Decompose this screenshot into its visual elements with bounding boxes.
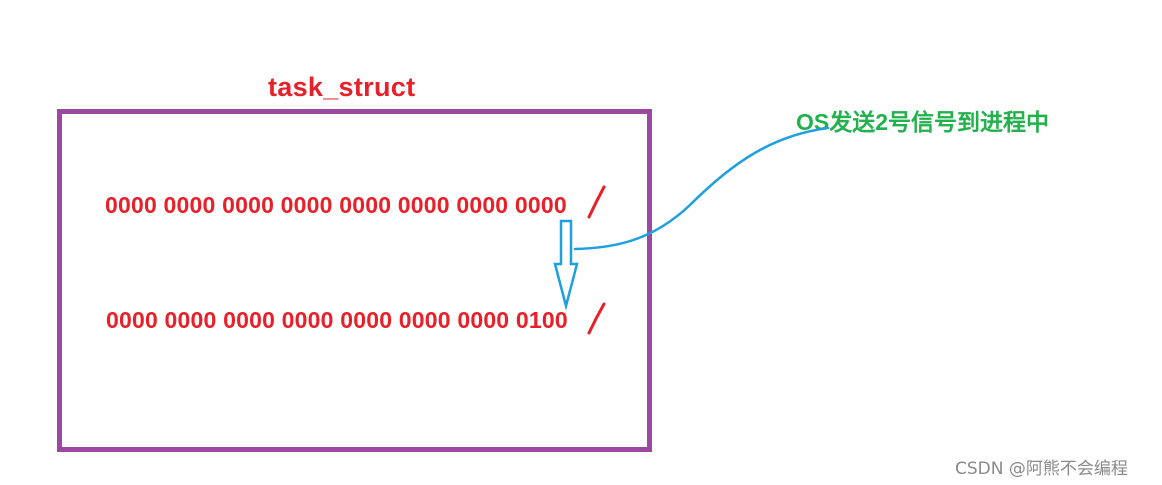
signal-bitmap-after: 0000 0000 0000 0000 0000 0000 0000 0100 [106, 307, 568, 333]
task-struct-box [57, 109, 652, 452]
watermark: CSDN @阿熊不会编程 [955, 459, 1128, 479]
signal-bitmap-before: 0000 0000 0000 0000 0000 0000 0000 0000 [105, 192, 567, 218]
struct-title: task_struct [268, 72, 416, 102]
signal-annotation: OS发送2号信号到进程中 [796, 109, 1050, 135]
